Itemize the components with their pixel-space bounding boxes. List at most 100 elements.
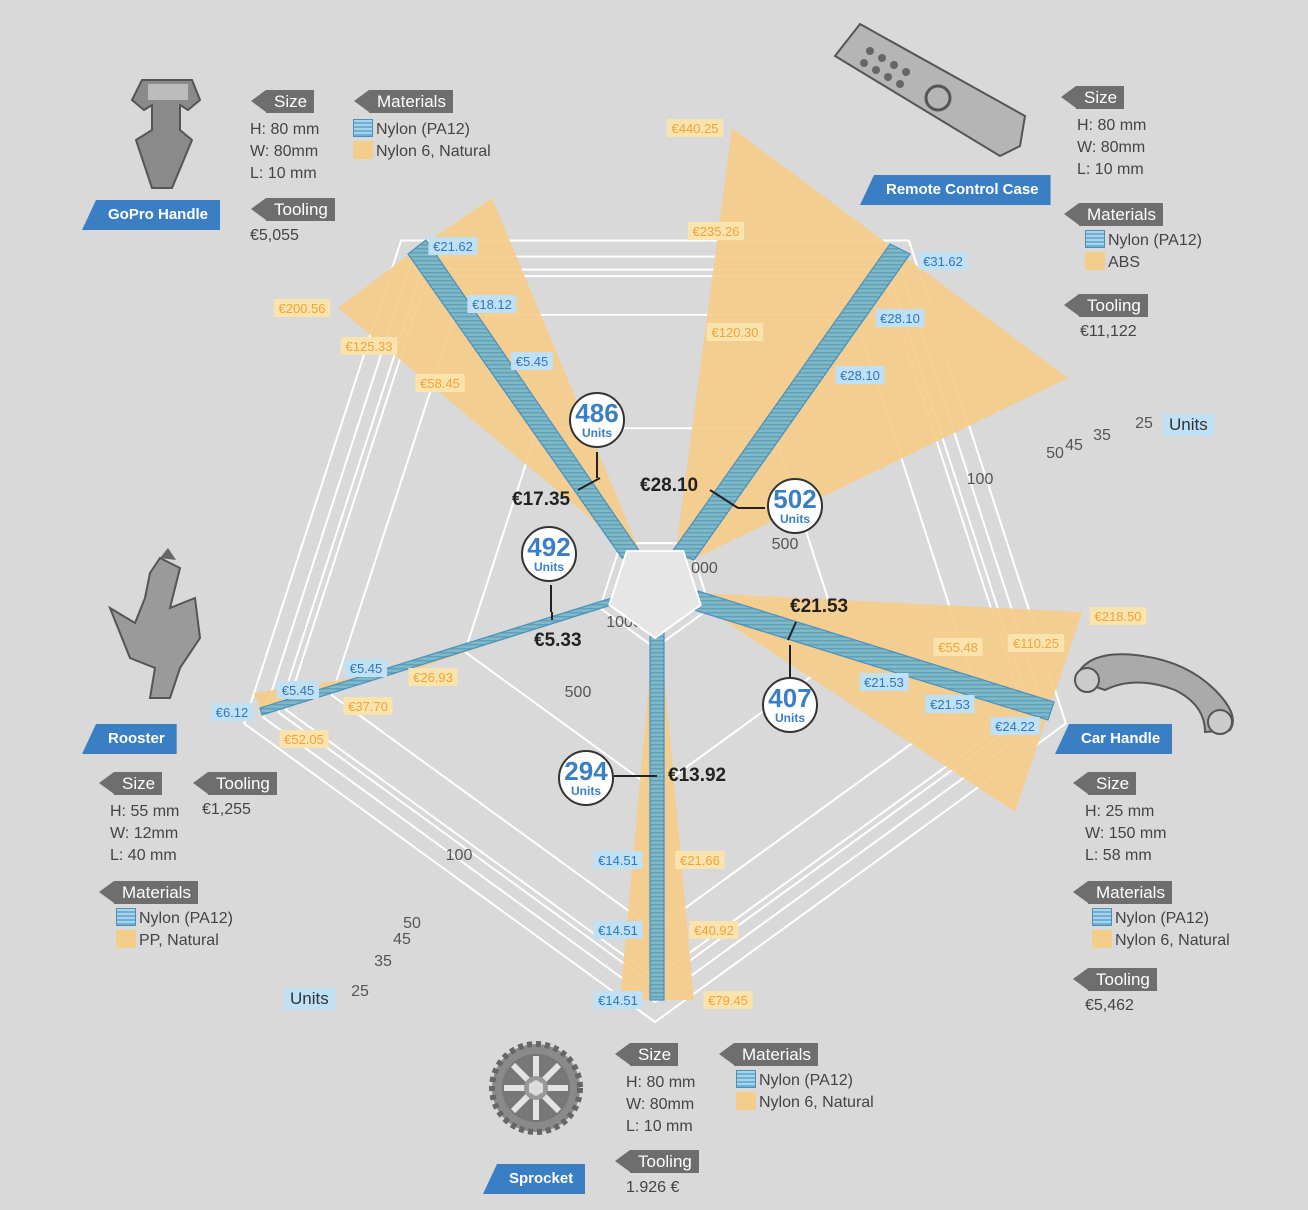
nylon-price-sprocket-50-text: €14.51 [598,923,638,938]
nylon-price-rooster-50-bg [345,659,387,677]
alt-price-sprocket-25-bg [703,991,753,1009]
size-line: L: 10 mm [250,165,317,182]
banner-remote: Remote Control Case [860,175,1051,205]
alt-price-sprocket-50: €40.92 [689,921,739,939]
alt-swatch [736,1092,756,1110]
size-line: L: 10 mm [1077,161,1144,178]
remote-tooling: Tooling €11,122 [1063,294,1148,341]
alt-price-remote-100-bg [706,323,764,341]
nylon-price-rooster-25: €6.12 [211,703,253,721]
nylon-price-gopro-500: €5.45 [511,352,553,370]
material-nylon: Nylon (PA12) [116,908,233,930]
alt-price-car-45-text: €110.25 [1013,636,1059,651]
alt-price-rooster-50: €37.70 [343,697,393,715]
material-alt: ABS [1085,252,1202,274]
nylon-price-sprocket-100-text: €14.51 [598,853,638,868]
nylon-price-sprocket-25: €14.51 [593,991,643,1009]
alt-price-remote-45-text: €235.26 [693,224,740,239]
nylon-price-rooster-50: €5.45 [345,659,387,677]
tooling-tag: Tooling [615,1150,699,1173]
level-label-45-right: 45 [1065,437,1083,454]
nylon-price-car-25-text: €24.22 [995,719,1035,734]
banner-sprocket: Sprocket [483,1164,586,1194]
nylon-price-remote-100: €28.10 [835,366,885,384]
size-line: H: 80 mm [626,1074,696,1091]
materials-tag: Materials [1064,203,1163,226]
remote-control-icon [833,22,1027,158]
tooling-tag: Tooling [193,772,277,795]
rooster-materials: Materials Nylon (PA12) PP, Natural [98,881,233,952]
alt-price-gopro-50-text: €58.45 [420,376,460,391]
alt-price-sprocket-100-text: €21.66 [680,853,720,868]
nylon-swatch [736,1070,756,1088]
alt-price-sprocket-100-bg [675,851,725,869]
size-line: L: 40 mm [110,847,177,864]
alt-price-rooster-100-bg [408,668,458,686]
nylon-bar-remote [671,243,911,561]
gopro-size: Size H: 80 mm W: 80mm L: 10 mm [250,90,319,185]
breakeven-tick-gopro [577,477,601,491]
level-label-100-left: 100 [446,847,473,864]
nylon-price-remote-100-text: €28.10 [840,368,880,383]
size-line: H: 25 mm [1085,803,1155,820]
size-line: L: 58 mm [1085,847,1152,864]
nylon-price-gopro-25-text: €21.62 [433,239,473,254]
nylon-bar-sprocket [649,626,665,1001]
alt-price-remote-45: €235.26 [687,222,745,240]
alt-price-sprocket-50-text: €40.92 [694,923,734,938]
alt-price-remote-25: €440.25 [666,119,724,137]
breakeven-price-remote: €28.10 [640,475,699,496]
level-label-45-left: 45 [393,931,411,948]
gopro-handle-icon [130,79,202,189]
alt-price-rooster-100-text: €26.93 [413,670,453,685]
material-alt: Nylon 6, Natural [1092,930,1230,952]
nylon-price-car-35: €21.53 [925,695,975,713]
breakeven-price-gopro: €17.35 [512,489,571,510]
nylon-price-remote-25: €31.62 [918,252,968,270]
alt-price-car-50-text: €55.48 [938,640,978,655]
center-pentagon [608,550,702,640]
car-tooling: Tooling €5,462 [1072,968,1157,1015]
nylon-price-remote-100-bg [835,366,885,384]
size-line: H: 80 mm [1077,117,1147,134]
materials-tag: Materials [1073,881,1172,904]
sprocket-tooling: Tooling 1.926 € [614,1150,699,1197]
alt-price-car-45-bg [1007,634,1065,652]
alt-price-sprocket-25: €79.45 [703,991,753,1009]
nylon-price-rooster-35: €5.45 [277,681,319,699]
material-nylon: Nylon (PA12) [353,119,491,141]
breakeven-tick-remote [709,489,739,509]
alt-price-gopro-35: €125.33 [340,337,398,355]
banner-gopro: GoPro Handle [82,200,221,230]
nylon-price-gopro-100-bg [467,295,517,313]
size-line: L: 10 mm [626,1118,693,1135]
nylon-price-rooster-25-text: €6.12 [216,705,249,720]
nylon-swatch [1085,230,1105,248]
nylon-price-gopro-100: €18.12 [467,295,517,313]
alt-price-remote-100-text: €120.30 [712,325,759,340]
nylon-price-rooster-50-text: €5.45 [350,661,383,676]
nylon-price-car-35-text: €21.53 [930,697,970,712]
remote-size: Size H: 80 mm W: 80mm L: 10 mm [1060,86,1146,181]
alt-price-remote-25-bg [666,119,724,137]
size-tag: Size [1072,772,1137,795]
size-tag: Size [614,1043,679,1066]
nylon-swatch [116,908,136,926]
alt-swatch [1092,930,1112,948]
alt-price-remote-25-text: €440.25 [672,121,719,136]
nylon-price-car-45-bg [859,673,909,691]
size-line: W: 12mm [110,825,179,842]
material-alt: Nylon 6, Natural [736,1092,874,1114]
nylon-price-sprocket-50-bg [593,921,643,939]
tooling-value: €1,255 [202,801,251,818]
alt-price-gopro-35-text: €125.33 [346,339,393,354]
nylon-price-remote-50-bg [875,309,925,327]
alt-swatch [353,141,373,159]
tooling-tag: Tooling [251,198,335,221]
nylon-price-car-25: €24.22 [990,717,1040,735]
